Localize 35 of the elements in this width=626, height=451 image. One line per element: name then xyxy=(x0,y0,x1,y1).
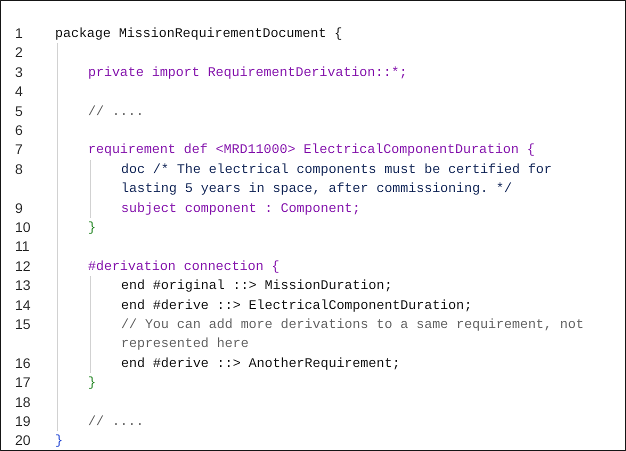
line-number: 10 xyxy=(15,218,32,237)
line-number: 9 xyxy=(15,198,24,218)
line-number: 5 xyxy=(15,102,24,121)
line-number: 11 xyxy=(15,237,31,256)
code-line: } xyxy=(88,219,97,237)
line-number: 6 xyxy=(15,121,24,140)
line-number: 3 xyxy=(15,62,24,82)
code-comment: // .... xyxy=(88,413,145,431)
line-number: 20 xyxy=(15,431,32,450)
code-line: } xyxy=(55,432,64,450)
code-comment: // .... xyxy=(88,102,145,121)
line-number: 16 xyxy=(15,354,32,373)
line-number: 19 xyxy=(15,412,32,431)
code-line: private import RequirementDerivation::*; xyxy=(88,64,408,82)
line-number: 8 xyxy=(15,160,24,179)
line-number: 4 xyxy=(15,82,24,102)
line-number: 17 xyxy=(15,373,32,392)
code-line: end #derive ::> AnotherRequirement; xyxy=(121,354,402,373)
code-line: end #derive ::> ElectricalComponentDuration; xyxy=(121,296,474,315)
code-line: subject component : Component; xyxy=(121,200,362,218)
line-number: 14 xyxy=(15,296,32,315)
line-number: 1 xyxy=(15,24,24,43)
code-line: package MissionRequirementDocument { xyxy=(55,25,344,43)
code-line: #derivation connection { xyxy=(88,258,281,276)
line-number: 18 xyxy=(15,392,32,412)
line-number: 12 xyxy=(15,256,32,276)
line-number: 7 xyxy=(15,140,24,160)
code-line: } xyxy=(88,374,97,392)
line-number: 13 xyxy=(15,276,32,296)
line-number: 2 xyxy=(15,43,24,62)
line-number: 15 xyxy=(15,315,32,334)
code-line: end #original ::> MissionDuration; xyxy=(121,277,394,296)
doc-comment: doc /* The electrical components must be certified for lasting 5 years in space, after commissioning. */ xyxy=(121,160,553,198)
code-comment: // You can add more derivations to a same requirement, not represented here xyxy=(121,316,585,354)
code-line: requirement def <MRD11000> ElectricalComponentDuration { xyxy=(88,141,536,160)
